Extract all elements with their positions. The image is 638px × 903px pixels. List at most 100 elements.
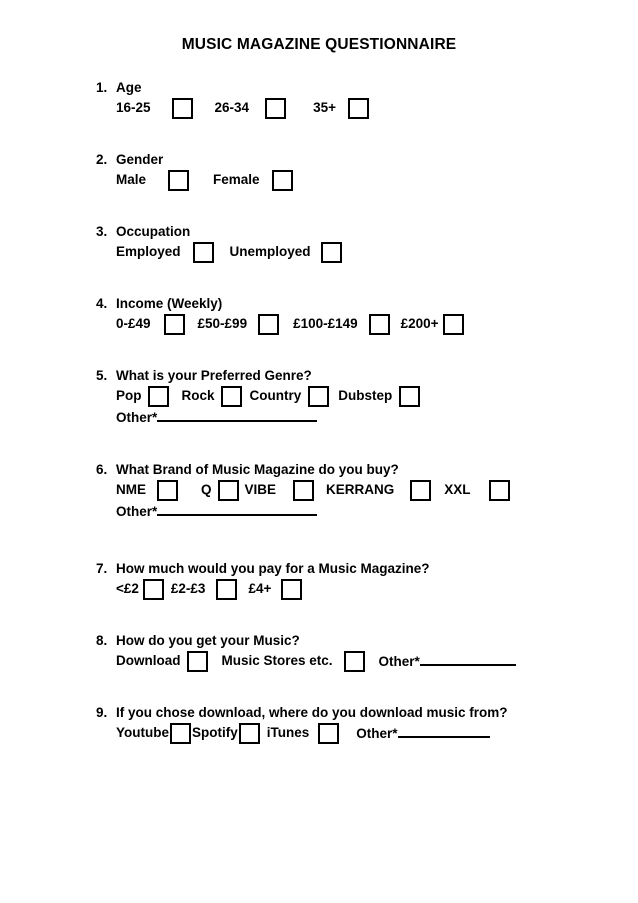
checkbox-spotify[interactable] — [238, 722, 260, 744]
question-8: 8. How do you get your Music? Download M… — [96, 633, 516, 672]
question-2-number: 2. — [96, 152, 108, 167]
option-label-35-plus: 35+ — [313, 100, 336, 115]
question-9-text: If you chose download, where do you down… — [116, 705, 508, 720]
question-3-heading: 3. Occupation — [96, 224, 342, 239]
option-label-pop: Pop — [116, 388, 142, 403]
question-5: 5. What is your Preferred Genre? Pop Roc… — [96, 368, 421, 425]
checkbox-itunes[interactable] — [318, 722, 340, 744]
option-label-country: Country — [249, 388, 302, 403]
checkbox-under-2[interactable] — [142, 578, 164, 600]
question-6-answers: NME Q VIBE KERRANG XXL — [116, 479, 510, 501]
checkbox-pop[interactable] — [147, 385, 169, 407]
question-9: 9. If you chose download, where do you d… — [96, 705, 508, 744]
checkbox-income-100-149[interactable] — [368, 313, 390, 335]
question-1-text: Age — [116, 80, 142, 95]
checkbox-music-stores[interactable] — [343, 650, 365, 672]
option-label-2-to-3: £2-£3 — [170, 581, 206, 596]
checkbox-male[interactable] — [168, 169, 190, 191]
option-label-4-plus: £4+ — [248, 581, 272, 596]
checkbox-vibe[interactable] — [293, 479, 315, 501]
option-label-income-0-49: 0-£49 — [116, 316, 151, 331]
question-9-number: 9. — [96, 705, 108, 720]
question-5-answers: Pop Rock Country Dubstep — [116, 385, 421, 407]
question-8-answers: Download Music Stores etc. Other* — [116, 650, 516, 672]
question-6-text: What Brand of Music Magazine do you buy? — [116, 462, 399, 477]
checkbox-download[interactable] — [186, 650, 208, 672]
question-8-text: How do you get your Music? — [116, 633, 300, 648]
checkbox-q[interactable] — [217, 479, 239, 501]
question-5-text: What is your Preferred Genre? — [116, 368, 312, 383]
checkbox-4-plus[interactable] — [281, 578, 303, 600]
question-7-heading: 7. How much would you pay for a Music Ma… — [96, 561, 430, 576]
checkbox-35-plus[interactable] — [347, 97, 369, 119]
checkbox-xxl[interactable] — [488, 479, 510, 501]
option-label-q: Q — [201, 482, 212, 497]
question-2-text: Gender — [116, 152, 164, 167]
question-5-number: 5. — [96, 368, 108, 383]
option-label-male: Male — [116, 172, 147, 187]
question-4-answers: 0-£49 £50-£99 £100-£149 £200+ — [116, 313, 464, 335]
other-input-genre[interactable] — [157, 419, 318, 422]
question-6: 6. What Brand of Music Magazine do you b… — [96, 462, 510, 519]
other-label-download-source: Other* — [356, 725, 398, 741]
checkbox-rock[interactable] — [220, 385, 242, 407]
other-input-get-music[interactable] — [419, 663, 516, 666]
question-1-answers: 16-25 26-34 35+ — [116, 97, 369, 119]
question-7-number: 7. — [96, 561, 108, 576]
other-label-genre: Other* — [116, 410, 158, 425]
checkbox-16-25[interactable] — [171, 97, 193, 119]
checkbox-income-50-99[interactable] — [258, 313, 280, 335]
option-label-income-200-plus: £200+ — [400, 316, 439, 331]
option-label-26-34: 26-34 — [214, 100, 250, 115]
option-label-xxl: XXL — [444, 482, 471, 497]
checkbox-employed[interactable] — [192, 241, 214, 263]
question-6-number: 6. — [96, 462, 108, 477]
question-8-heading: 8. How do you get your Music? — [96, 633, 516, 648]
question-2-heading: 2. Gender — [96, 152, 293, 167]
checkbox-youtube[interactable] — [170, 722, 191, 744]
question-4-heading: 4. Income (Weekly) — [96, 296, 464, 311]
checkbox-unemployed[interactable] — [320, 241, 342, 263]
question-4-number: 4. — [96, 296, 108, 311]
checkbox-country[interactable] — [308, 385, 330, 407]
checkbox-female[interactable] — [271, 169, 293, 191]
option-label-spotify: Spotify — [192, 725, 238, 740]
checkbox-26-34[interactable] — [265, 97, 287, 119]
option-label-under-2: <£2 — [116, 581, 139, 596]
question-1: 1. Age 16-25 26-34 35+ — [96, 80, 369, 119]
option-label-download: Download — [116, 653, 181, 668]
other-input-download-source[interactable] — [397, 735, 490, 738]
checkbox-kerrang[interactable] — [410, 479, 432, 501]
option-label-rock: Rock — [181, 388, 215, 403]
option-label-vibe: VIBE — [244, 482, 277, 497]
option-label-unemployed: Unemployed — [229, 244, 311, 259]
question-2-answers: Male Female — [116, 169, 293, 191]
question-7-answers: <£2 £2-£3 £4+ — [116, 578, 430, 600]
other-input-brand[interactable] — [157, 513, 318, 516]
checkbox-dubstep[interactable] — [399, 385, 421, 407]
option-label-nme: NME — [116, 482, 146, 497]
checkbox-income-200-plus[interactable] — [442, 313, 464, 335]
option-label-female: Female — [213, 172, 260, 187]
question-7-text: How much would you pay for a Music Magaz… — [116, 561, 430, 576]
question-1-number: 1. — [96, 80, 108, 95]
question-5-other-row: Other* — [116, 410, 420, 425]
question-3: 3. Occupation Employed Unemployed — [96, 224, 342, 263]
question-8-number: 8. — [96, 633, 108, 648]
checkbox-nme[interactable] — [157, 479, 178, 501]
question-9-heading: 9. If you chose download, where do you d… — [96, 705, 508, 720]
question-9-other-row: Other* — [356, 725, 490, 741]
question-6-heading: 6. What Brand of Music Magazine do you b… — [96, 462, 510, 477]
page-title: MUSIC MAGAZINE QUESTIONNAIRE — [181, 36, 457, 53]
question-3-number: 3. — [96, 224, 108, 239]
checkbox-income-0-49[interactable] — [163, 313, 185, 335]
other-label-get-music: Other* — [378, 653, 420, 669]
question-9-answers: Youtube Spotify iTunes Other* — [116, 722, 508, 744]
question-7: 7. How much would you pay for a Music Ma… — [96, 561, 430, 600]
checkbox-2-to-3[interactable] — [216, 578, 238, 600]
question-5-heading: 5. What is your Preferred Genre? — [96, 368, 420, 383]
option-label-music-stores: Music Stores etc. — [221, 653, 333, 668]
option-label-itunes: iTunes — [266, 725, 310, 740]
question-1-heading: 1. Age — [96, 80, 369, 95]
